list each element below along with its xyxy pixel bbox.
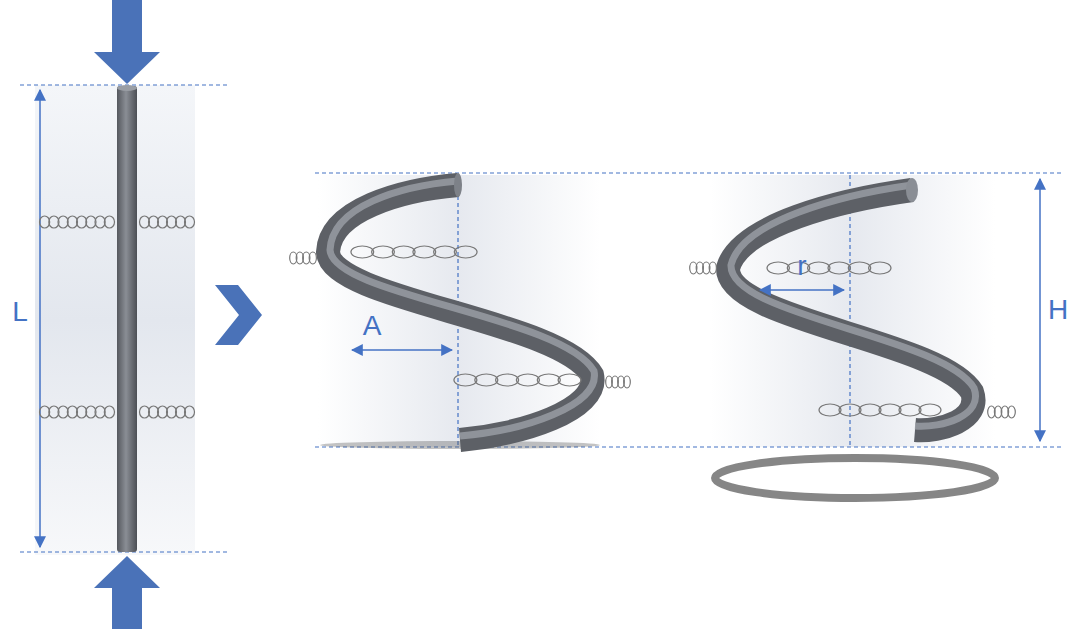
spring-coil [624, 376, 631, 388]
spring-coil [879, 404, 901, 416]
spring-coil [58, 216, 68, 228]
spring-coil [434, 246, 457, 258]
spring-coil [819, 404, 841, 416]
spring-coil [185, 216, 195, 228]
guide-lines [20, 85, 1062, 552]
spring-coil [848, 262, 870, 274]
spring-coil [869, 262, 891, 274]
spring-coil [454, 246, 477, 258]
spring-coil [309, 252, 316, 264]
rod-end [906, 178, 918, 202]
spring-coil [899, 404, 921, 416]
spring-coil [808, 262, 830, 274]
spring-coil [392, 246, 415, 258]
dimension-label: A [363, 312, 382, 340]
spring-coil [95, 216, 105, 228]
spring-coil [1008, 406, 1015, 418]
spring-coil [413, 246, 436, 258]
spring-coil [185, 406, 195, 418]
rod-end [454, 173, 462, 197]
springs [40, 216, 1016, 418]
spring-coil [351, 246, 374, 258]
helical-rod [728, 185, 976, 430]
spring-coil [919, 404, 941, 416]
spring-coil [40, 216, 50, 228]
spring-coil [104, 406, 114, 418]
rod-end [117, 85, 137, 91]
dimension-label: H [1048, 296, 1068, 324]
dimension-label: r [797, 252, 806, 280]
spring-coil [516, 374, 539, 386]
straight-rod [117, 86, 137, 552]
dimension-line [1039, 179, 1041, 441]
shadow [320, 441, 600, 449]
spring-coil [828, 262, 850, 274]
dimension-label: L [12, 298, 28, 326]
spring-coil [839, 404, 861, 416]
spring-coil [95, 406, 105, 418]
spring-coil [77, 216, 87, 228]
background-panel [35, 85, 195, 555]
shadow [715, 458, 995, 498]
spring-coil [496, 374, 519, 386]
dimension-line [39, 90, 41, 547]
load-arrow [94, 556, 160, 629]
spring-coil [558, 374, 581, 386]
spring-coil [40, 406, 50, 418]
dimension-line [760, 289, 844, 291]
background-panel [710, 175, 995, 447]
helical-rod [328, 181, 594, 440]
dimension-line [352, 349, 452, 351]
spring-coil [77, 406, 87, 418]
spring-coil [58, 406, 68, 418]
chevron-arrow [215, 285, 262, 345]
load-arrow [94, 0, 160, 84]
spring-coil [475, 374, 498, 386]
spring-coil [859, 404, 881, 416]
background-panel [318, 175, 600, 447]
spring-coil [537, 374, 560, 386]
spring-coil [104, 216, 114, 228]
spring-coil [372, 246, 395, 258]
spring-coil [767, 262, 789, 274]
spring-coil [709, 262, 716, 274]
spring-coil [454, 374, 477, 386]
